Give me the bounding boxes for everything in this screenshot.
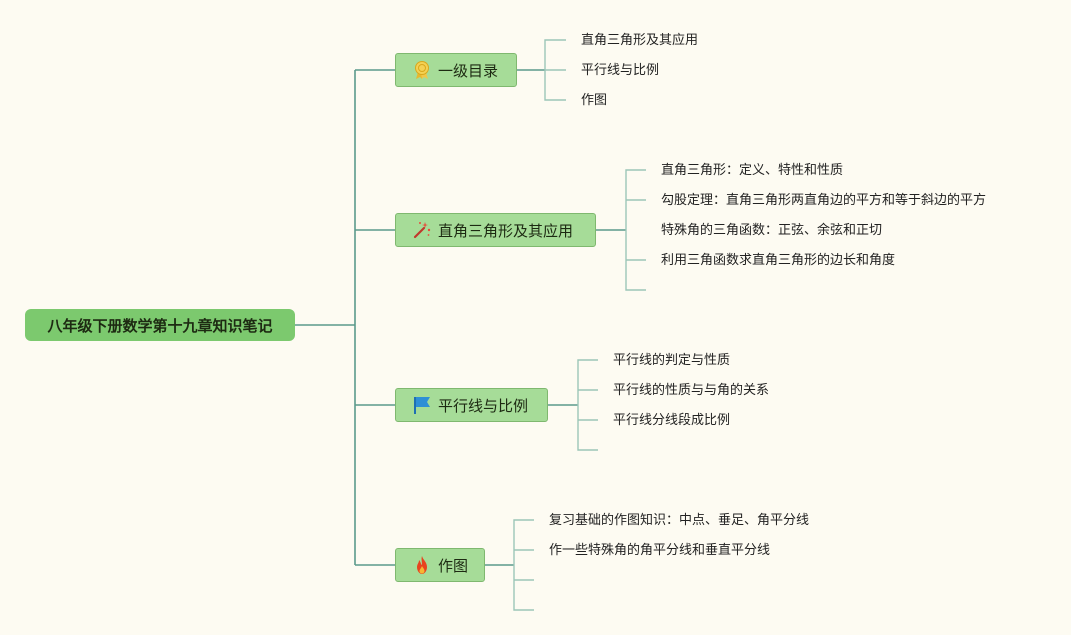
branch-node-construction[interactable]: 作图 [395, 548, 485, 582]
leaf-item[interactable]: 复习基础的作图知识：中点、垂足、角平分线 [549, 513, 810, 528]
root-node[interactable]: 八年级下册数学第十九章知识笔记 [25, 309, 295, 341]
leaf-item[interactable]: 作图 [581, 93, 608, 108]
branch-2-bracket [625, 169, 646, 291]
leaf-item[interactable]: 勾股定理：直角三角形两直角边的平方和等于斜边的平方 [661, 193, 987, 208]
branch-node-parallel-lines[interactable]: 平行线与比例 [395, 388, 548, 422]
leaf-item[interactable]: 平行线的性质与与角的关系 [613, 383, 770, 398]
branch-label: 作图 [438, 556, 469, 575]
branch-label: 一级目录 [438, 61, 499, 80]
fire-icon [412, 555, 432, 575]
blue-flag-icon [412, 395, 432, 415]
branch-node-right-triangle[interactable]: 直角三角形及其应用 [395, 213, 596, 247]
leaf-item[interactable]: 直角三角形及其应用 [581, 33, 699, 48]
root-label: 八年级下册数学第十九章知识笔记 [47, 316, 273, 335]
leaf-item[interactable]: 利用三角函数求直角三角形的边长和角度 [661, 253, 896, 268]
leaf-item[interactable]: 平行线与比例 [581, 63, 660, 78]
award-ribbon-icon [412, 60, 432, 80]
leaf-item[interactable]: 平行线分线段成比例 [613, 413, 731, 428]
leaf-item[interactable]: 直角三角形：定义、特性和性质 [661, 163, 844, 178]
branch-label: 直角三角形及其应用 [438, 221, 574, 240]
branch-node-toc[interactable]: 一级目录 [395, 53, 517, 87]
branch-1-bracket [544, 39, 566, 101]
branch-label: 平行线与比例 [438, 396, 529, 415]
leaf-item[interactable]: 作一些特殊角的角平分线和垂直平分线 [549, 543, 771, 558]
branch-3-bracket [577, 359, 598, 451]
leaf-item[interactable]: 平行线的判定与性质 [613, 353, 731, 368]
branch-4-bracket [513, 519, 534, 611]
leaf-item[interactable]: 特殊角的三角函数：正弦、余弦和正切 [661, 223, 883, 238]
magic-wand-icon [412, 220, 432, 240]
